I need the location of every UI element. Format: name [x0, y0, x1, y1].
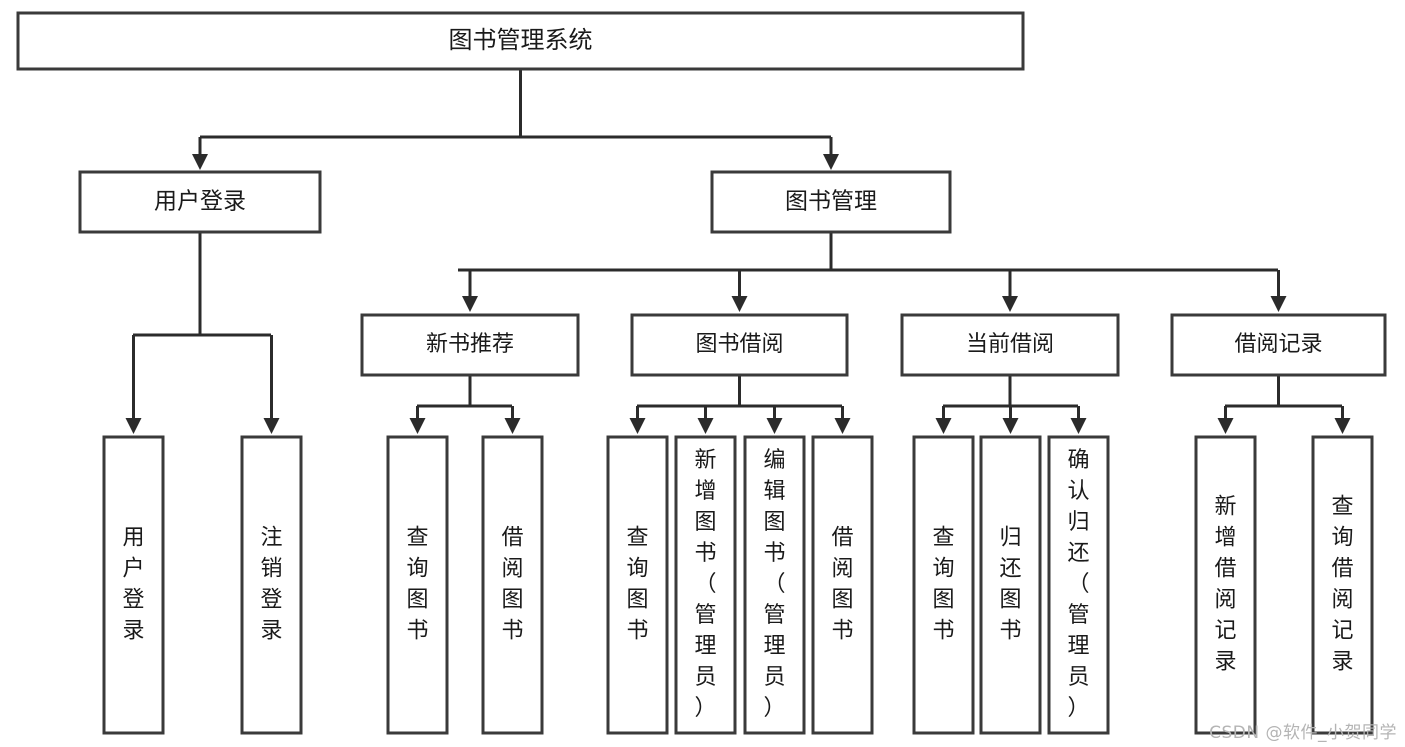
arrow-head-icon: [192, 154, 208, 170]
node-box[interactable]: [102, 435, 165, 735]
node-box[interactable]: [1194, 435, 1257, 735]
node-label: 编辑图书（管理员）: [763, 448, 785, 721]
arrow-head-icon: [1002, 296, 1018, 312]
node-label: 查询借阅记录: [1331, 495, 1353, 675]
node-box[interactable]: [360, 313, 580, 377]
node-box[interactable]: [900, 313, 1120, 377]
arrow-head-icon: [935, 418, 952, 434]
node-box[interactable]: [481, 435, 544, 735]
arrow-head-icon: [823, 154, 839, 170]
node-label: 借阅图书: [831, 526, 853, 644]
connector-bookmgmt: [458, 232, 1287, 312]
node-box[interactable]: [710, 170, 952, 234]
arrow-head-icon: [731, 296, 748, 312]
arrow-head-icon: [409, 418, 426, 434]
arrow-head-icon: [504, 418, 521, 434]
node-label: 新增图书（管理员）: [694, 448, 716, 721]
connector-current: [935, 375, 1087, 434]
arrow-head-icon: [1217, 418, 1234, 434]
node-label: 用户登录: [154, 189, 246, 215]
arrow-head-icon: [697, 418, 714, 434]
node-label: 图书管理: [785, 189, 877, 215]
node-borrow[interactable]: 图书借阅: [630, 313, 849, 377]
node-box[interactable]: [1170, 313, 1387, 377]
node-box[interactable]: [674, 435, 737, 735]
node-label: 归还图书: [999, 526, 1021, 644]
node-leaf13[interactable]: 查询借阅记录: [1311, 435, 1374, 735]
node-leaf12[interactable]: 新增借阅记录: [1194, 435, 1257, 735]
node-box[interactable]: [912, 435, 975, 735]
node-leaf5[interactable]: 查询图书: [606, 435, 669, 735]
node-box[interactable]: [78, 170, 322, 234]
node-box[interactable]: [630, 313, 849, 377]
connector-newbook: [409, 375, 521, 434]
arrow-head-icon: [629, 418, 646, 434]
arrow-head-icon: [1002, 418, 1019, 434]
node-leaf9[interactable]: 查询图书: [912, 435, 975, 735]
node-box[interactable]: [979, 435, 1042, 735]
node-box[interactable]: [240, 435, 303, 735]
arrow-head-icon: [462, 296, 478, 312]
arrow-head-icon: [263, 418, 280, 434]
node-label: 查询图书: [406, 526, 428, 644]
node-leaf7[interactable]: 编辑图书（管理员）: [743, 435, 806, 735]
node-login[interactable]: 用户登录: [78, 170, 322, 234]
node-box[interactable]: [1047, 435, 1110, 735]
node-leaf3[interactable]: 查询图书: [386, 435, 449, 735]
node-box[interactable]: [606, 435, 669, 735]
node-box[interactable]: [743, 435, 806, 735]
connector-records: [1217, 375, 1351, 434]
node-label: 查询图书: [626, 526, 648, 644]
arrow-head-icon: [1070, 418, 1087, 434]
node-records[interactable]: 借阅记录: [1170, 313, 1387, 377]
connector-root: [192, 69, 839, 170]
node-label: 用户登录: [122, 526, 144, 644]
node-leaf4[interactable]: 借阅图书: [481, 435, 544, 735]
node-label: 新书推荐: [426, 332, 514, 357]
node-leaf1[interactable]: 用户登录: [102, 435, 165, 735]
node-label: 确认归还（管理员）: [1067, 448, 1089, 721]
nodes-layer: 图书管理系统用户登录图书管理新书推荐图书借阅当前借阅借阅记录用户登录注销登录查询…: [16, 11, 1387, 735]
connectors-layer: [125, 69, 1351, 434]
node-leaf2[interactable]: 注销登录: [240, 435, 303, 735]
arrow-head-icon: [766, 418, 783, 434]
node-label: 查询图书: [932, 526, 954, 644]
node-leaf8[interactable]: 借阅图书: [811, 435, 874, 735]
arrow-head-icon: [834, 418, 851, 434]
node-label: 注销登录: [260, 526, 282, 644]
node-leaf6[interactable]: 新增图书（管理员）: [674, 435, 737, 735]
node-label: 当前借阅: [966, 332, 1054, 357]
node-leaf10[interactable]: 归还图书: [979, 435, 1042, 735]
arrow-head-icon: [1270, 296, 1287, 312]
node-label: 图书借阅: [695, 332, 783, 357]
arrow-head-icon: [125, 418, 142, 434]
node-current[interactable]: 当前借阅: [900, 313, 1120, 377]
node-label: 借阅图书: [501, 526, 523, 644]
node-root[interactable]: 图书管理系统: [16, 11, 1025, 71]
node-box[interactable]: [811, 435, 874, 735]
arrow-head-icon: [1334, 418, 1351, 434]
node-bookmgmt[interactable]: 图书管理: [710, 170, 952, 234]
connector-borrow: [629, 375, 851, 434]
node-box[interactable]: [386, 435, 449, 735]
node-box[interactable]: [1311, 435, 1374, 735]
node-leaf11[interactable]: 确认归还（管理员）: [1047, 435, 1110, 735]
node-label: 借阅记录: [1234, 332, 1322, 357]
node-label: 新增借阅记录: [1214, 495, 1236, 675]
node-newbook[interactable]: 新书推荐: [360, 313, 580, 377]
node-label: 图书管理系统: [449, 26, 593, 54]
node-box[interactable]: [16, 11, 1025, 71]
connector-login: [125, 232, 280, 434]
